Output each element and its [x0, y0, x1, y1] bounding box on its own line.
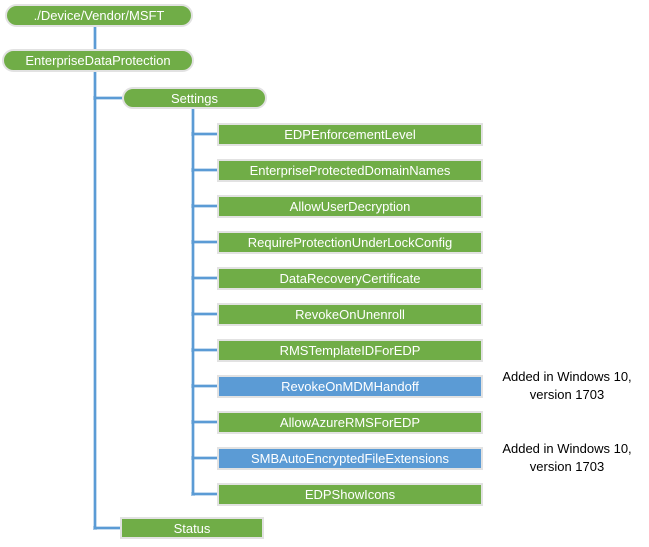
node-datarecoverycertificate: DataRecoveryCertificate — [217, 267, 483, 290]
connector-line — [192, 109, 194, 495]
node-allowuserdecryption: AllowUserDecryption — [217, 195, 483, 218]
connector-line — [94, 527, 120, 529]
node-edpshowicons: EDPShowIcons — [217, 483, 483, 506]
annotation-line: Added in Windows 10, — [502, 369, 632, 384]
connector-line — [192, 457, 217, 459]
node-requireprotectionunderlockconfig: RequireProtectionUnderLockConfig — [217, 231, 483, 254]
connector-line — [192, 241, 217, 243]
annotation-smbautoencryptedfileextensions: Added in Windows 10, version 1703 — [486, 440, 648, 476]
connector-line — [192, 349, 217, 351]
connector-line — [192, 277, 217, 279]
annotation-line: Added in Windows 10, — [502, 441, 632, 456]
node-rmstemplateidforedp: RMSTemplateIDForEDP — [217, 339, 483, 362]
connector-line — [192, 313, 217, 315]
node-revokeonunenroll: RevokeOnUnenroll — [217, 303, 483, 326]
annotation-line: version 1703 — [529, 387, 605, 402]
annotation-revokeonmdmhandoff: Added in Windows 10, version 1703 — [486, 368, 648, 404]
node-allowazurermsforedp: AllowAzureRMSForEDP — [217, 411, 483, 434]
connector-line — [94, 72, 96, 529]
node-device-vendor-msft: ./Device/Vendor/MSFT — [5, 4, 193, 27]
connector-line — [94, 27, 96, 49]
node-enterprisedataprotection: EnterpriseDataProtection — [2, 49, 194, 72]
connector-line — [192, 169, 217, 171]
connector-line — [192, 205, 217, 207]
node-smbautoencryptedfileextensions: SMBAutoEncryptedFileExtensions — [217, 447, 483, 470]
connector-line — [192, 385, 217, 387]
connector-line — [192, 133, 217, 135]
node-status: Status — [120, 517, 264, 539]
node-settings: Settings — [122, 87, 267, 109]
connector-line — [192, 421, 217, 423]
node-enterpriseprotecteddomainnames: EnterpriseProtectedDomainNames — [217, 159, 483, 182]
node-revokeonmdmhandoff: RevokeOnMDMHandoff — [217, 375, 483, 398]
node-edpenforcementlevel: EDPEnforcementLevel — [217, 123, 483, 146]
connector-line — [192, 493, 217, 495]
connector-line — [94, 97, 122, 99]
annotation-line: version 1703 — [529, 459, 605, 474]
